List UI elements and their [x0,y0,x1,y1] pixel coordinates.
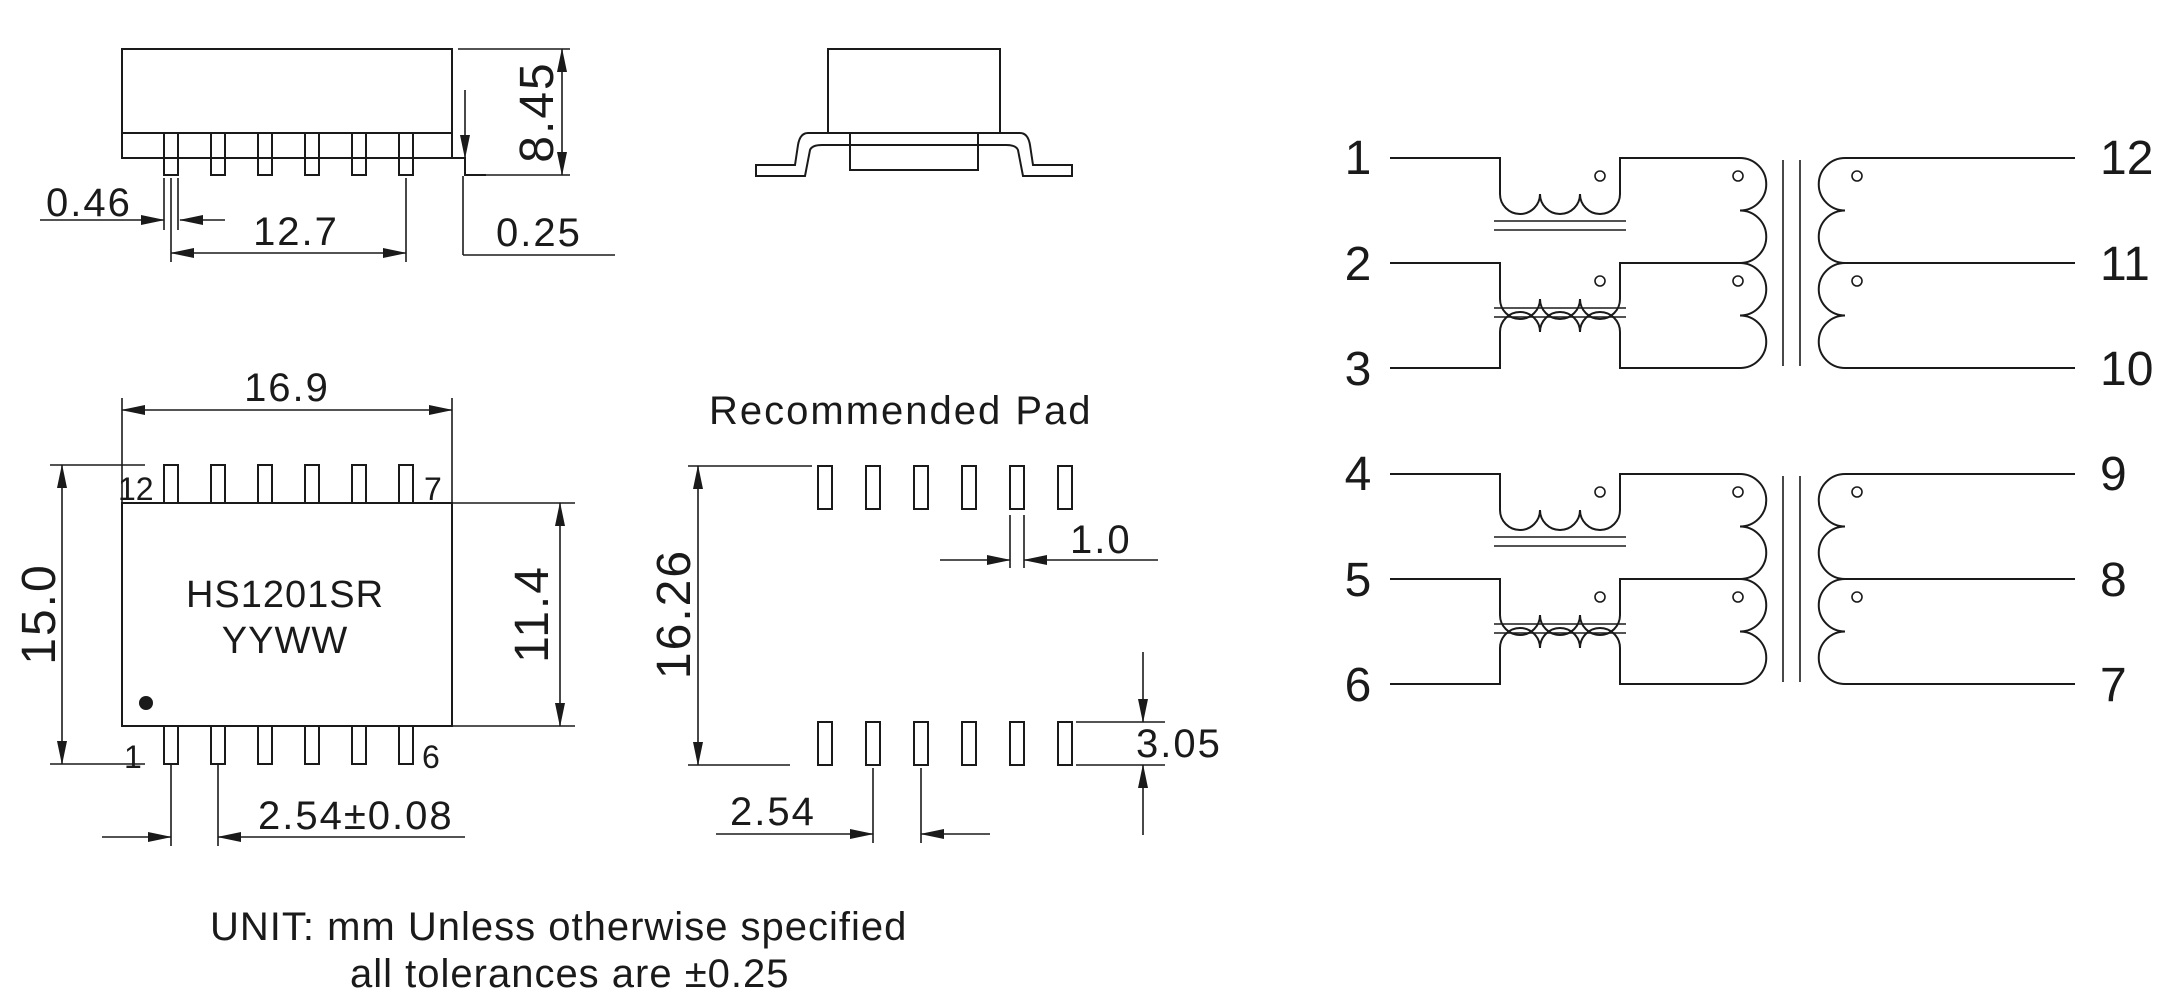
polarity-dot [1732,486,1744,498]
side-view-pins [163,132,414,176]
wire-a [1390,157,1501,194]
package-body [121,502,453,727]
wire-b [1390,578,1501,615]
date-code: YYWW [222,620,348,662]
dim-length-label: 15.0 [13,563,66,664]
schematic-pin-4: 4 [1345,448,1372,501]
schematic-channel-1 [1390,157,2075,369]
pin-label-1: 1 [124,739,142,775]
dim-pitch-label: 2.54±0.08 [258,794,454,838]
wire-b [1390,262,1501,299]
transformer-primary [1739,157,1768,369]
transformer-primary [1739,473,1768,685]
polarity-dot [1851,591,1863,603]
schematic-pin-11: 11 [2100,238,2150,291]
choke-winding-b [1499,298,1621,320]
dim-pad-length-label: 3.05 [1136,722,1222,766]
transformer-secondary [1817,157,1846,369]
polarity-dot [1732,591,1744,603]
pin-label-7: 7 [424,471,442,507]
schematic: 1 2 3 4 5 6 12 11 10 9 8 7 [1345,132,2154,712]
dim-standoff-label: 0.25 [496,211,582,255]
schematic-pin-8: 8 [2100,554,2127,607]
polarity-dot [1732,275,1744,287]
polarity-dot [1594,275,1606,287]
polarity-dot [1732,170,1744,182]
dim-body-label: 11.4 [506,565,559,663]
schematic-pin-7: 7 [2100,659,2127,712]
schematic-pin-5: 5 [1345,554,1372,607]
wire-c [1390,648,1501,685]
top-view-pins-top [163,464,414,504]
dim-pad-span-label: 16.26 [648,549,701,679]
pin-label-12: 12 [118,471,154,507]
schematic-pin-9: 9 [2100,448,2127,501]
unit-note: UNIT: mm Unless otherwise specified [210,905,907,949]
polarity-dot [1594,591,1606,603]
tolerance-note: all tolerances are ±0.25 [350,952,790,996]
pads-bottom [817,721,1073,766]
dim-pin-width-label: 0.46 [46,181,132,225]
pad-view: Recommended Pad 16.26 1.0 [648,389,1222,843]
wire-b2 [1619,262,1740,299]
wire-b2 [1619,578,1740,615]
part-marking: HS1201SR [186,574,384,616]
wire-a2 [1619,157,1740,194]
choke-winding-c [1499,627,1621,649]
wire-a2 [1619,473,1740,510]
end-view [755,48,1073,177]
schematic-pin-2: 2 [1345,238,1372,291]
schematic-pin-labels-right: 12 11 10 9 8 7 [2100,132,2153,712]
side-view: 8.45 0.25 0.46 12.7 [40,48,615,262]
dim-pad-width-label: 1.0 [1070,518,1132,562]
polarity-dot [1851,275,1863,287]
schematic-pin-12: 12 [2100,132,2153,185]
polarity-dot [1851,170,1863,182]
top-view: HS1201SR YYWW 12 7 1 6 16.9 15.0 11.4 2.… [13,366,575,846]
wire-c2 [1619,648,1740,685]
choke-winding-b [1499,614,1621,636]
polarity-dot [1594,170,1606,182]
choke-winding-a [1499,509,1621,531]
polarity-dot [1851,486,1863,498]
schematic-pin-1: 1 [1345,132,1372,185]
schematic-pin-6: 6 [1345,659,1372,712]
wire-c [1390,332,1501,369]
polarity-dot [1594,486,1606,498]
pin-label-6: 6 [422,739,440,775]
pin1-dot [139,696,153,710]
wire-a [1390,473,1501,510]
pads-top [817,465,1073,510]
schematic-channel-2 [1390,473,2075,685]
pad-title: Recommended Pad [709,389,1093,433]
schematic-pin-labels-left: 1 2 3 4 5 6 [1345,132,1372,712]
choke-winding-c [1499,311,1621,333]
choke-winding-a [1499,193,1621,215]
top-view-pins-bottom [163,725,414,765]
schematic-pin-3: 3 [1345,343,1372,396]
dim-pitch-span-label: 12.7 [253,210,339,254]
dim-width-label: 16.9 [244,366,330,410]
schematic-pin-10: 10 [2100,343,2153,396]
wire-c2 [1619,332,1740,369]
dim-height-label: 8.45 [511,61,564,162]
dim-pad-pitch-label: 2.54 [730,790,816,834]
transformer-secondary [1817,473,1846,685]
